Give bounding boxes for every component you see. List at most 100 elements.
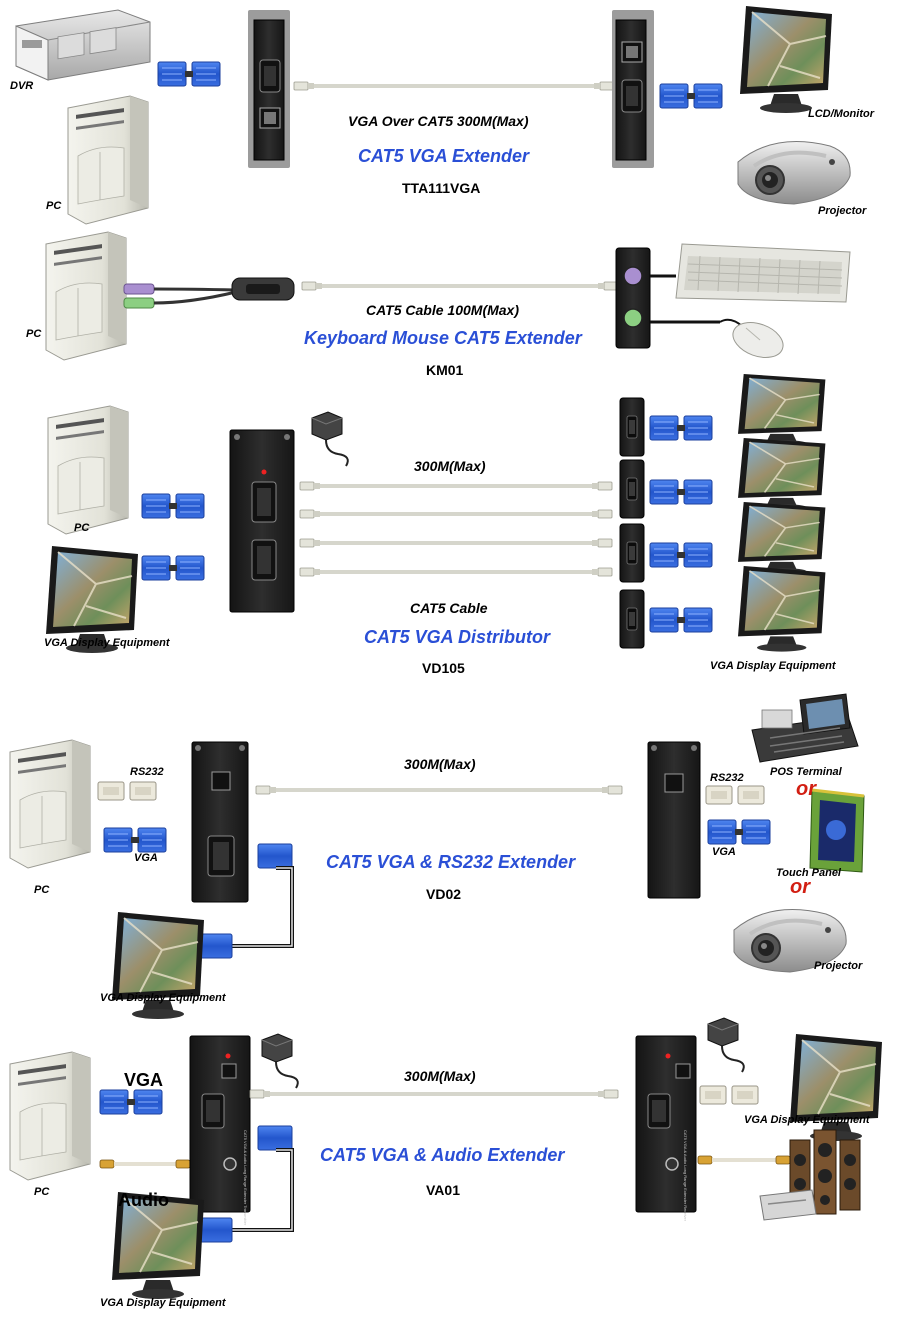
device-label: PC — [74, 522, 90, 534]
pc-device — [9, 1051, 91, 1181]
power-adapter — [311, 411, 349, 467]
vga-connector — [103, 827, 167, 853]
model-number: VA01 — [426, 1182, 460, 1198]
vga-connector — [659, 83, 723, 109]
mouse — [719, 318, 784, 358]
cat5-cables — [299, 481, 613, 577]
device-label: DVR — [10, 80, 34, 92]
dvr-device — [15, 9, 151, 81]
va01-transmitter: CAT5 VGA & Audio Long Range Extender Tra… — [189, 1035, 251, 1226]
local-loop-cable — [197, 1125, 294, 1243]
km01-receiver — [615, 247, 720, 349]
device-label: LCD/Monitor — [808, 108, 874, 120]
product-title: CAT5 VGA Extender — [358, 146, 530, 166]
device-label: POS Terminal — [770, 766, 842, 778]
receiver-module — [619, 397, 645, 457]
cable-label: CAT5 Cable 100M(Max) — [366, 302, 520, 318]
local-loop-cable — [197, 843, 294, 959]
touch-panel — [809, 788, 865, 873]
device-label: PC — [46, 200, 62, 212]
receiver-module — [619, 523, 645, 583]
vd02-receiver — [647, 741, 701, 899]
vga-connector — [141, 555, 205, 581]
model-number: TTA111VGA — [402, 180, 481, 196]
cable-label: 300M(Max) — [404, 1068, 476, 1084]
lcd-monitor — [739, 5, 833, 114]
cable-label: VGA Over CAT5 300M(Max) — [348, 113, 529, 129]
rj45-plug — [601, 785, 623, 795]
vga-connector — [707, 819, 771, 845]
ps2-plugs — [123, 277, 295, 309]
vga-display — [737, 437, 827, 512]
speaker-system — [759, 1129, 861, 1221]
receiver-module — [619, 589, 645, 649]
vga-connector — [649, 607, 713, 633]
svg-text:CAT5 VGA & Audio Long Range Ex: CAT5 VGA & Audio Long Range Extender Tra… — [243, 1130, 248, 1226]
section-1 — [15, 5, 853, 225]
device-label: VGA Display Equipment — [710, 660, 836, 672]
vga-connector — [649, 415, 713, 441]
device-label: VGA — [134, 852, 158, 864]
model-number: VD105 — [422, 660, 465, 676]
product-title: CAT5 VGA & Audio Extender — [320, 1145, 565, 1165]
section-2 — [45, 231, 851, 361]
va01-receiver: CAT5 VGA & Audio Long Range Extender Rec… — [635, 1035, 697, 1222]
vga-display — [737, 501, 827, 576]
svg-text:CAT5 VGA & Audio Long Range Ex: CAT5 VGA & Audio Long Range Extender Rec… — [683, 1130, 688, 1222]
keyboard — [675, 243, 851, 303]
vga-connector — [141, 493, 205, 519]
receiver-module — [619, 459, 645, 519]
product-title: Keyboard Mouse CAT5 Extender — [304, 328, 582, 348]
or-separator: or — [790, 876, 810, 898]
model-number: VD02 — [426, 886, 462, 902]
device-label: RS232 — [710, 772, 744, 784]
cable-label: 300M(Max) — [414, 458, 486, 474]
rj45-plug — [255, 785, 277, 795]
cable-label: 300M(Max) — [404, 756, 476, 772]
tta111vga-receiver — [612, 10, 654, 168]
device-label: VGA Display Equipment — [44, 637, 170, 649]
rj45-plug — [597, 281, 619, 291]
device-label: VGA Display Equipment — [100, 1297, 226, 1309]
vga-display — [737, 565, 827, 653]
product-title: CAT5 VGA Distributor — [364, 627, 551, 647]
pc-device — [47, 405, 129, 535]
rj45-plug — [293, 81, 315, 91]
rs232-connector — [705, 785, 765, 805]
power-adapter — [261, 1033, 299, 1089]
device-label: Projector — [818, 205, 867, 217]
model-number: KM01 — [426, 362, 464, 378]
product-title: CAT5 VGA & RS232 Extender — [326, 852, 576, 872]
pc-device — [45, 231, 127, 361]
vga-connector — [157, 61, 221, 87]
rj45-plug — [593, 81, 615, 91]
vga-connector — [649, 542, 713, 568]
vga-connector — [649, 479, 713, 505]
device-label: VGA Display Equipment — [100, 992, 226, 1004]
section-3 — [45, 373, 827, 654]
pc-device — [67, 95, 149, 225]
section-5: CAT5 VGA & Audio Long Range Extender Tra… — [9, 1017, 883, 1300]
rs232-connector — [97, 781, 157, 801]
power-adapter — [707, 1017, 745, 1073]
device-label: VGA — [124, 1070, 164, 1090]
rj45-plug — [249, 1089, 271, 1099]
pos-terminal — [751, 693, 859, 763]
audio-cable — [99, 1159, 191, 1169]
device-label: VGA — [712, 846, 736, 858]
device-label: Audio — [118, 1190, 169, 1210]
or-separator: or — [796, 778, 816, 800]
device-label: PC — [34, 1186, 50, 1198]
cable-label-2: CAT5 Cable — [410, 600, 488, 616]
rj45-plug — [301, 281, 323, 291]
vga-connector — [99, 1089, 163, 1115]
vga-display — [737, 373, 827, 448]
device-label: PC — [34, 884, 50, 896]
device-label: Projector — [814, 960, 863, 972]
audio-cable — [697, 1155, 791, 1165]
device-label: RS232 — [130, 766, 164, 778]
device-label: VGA Display Equipment — [744, 1114, 870, 1126]
rj45-plug — [597, 1089, 619, 1099]
vd02-transmitter — [191, 741, 249, 903]
